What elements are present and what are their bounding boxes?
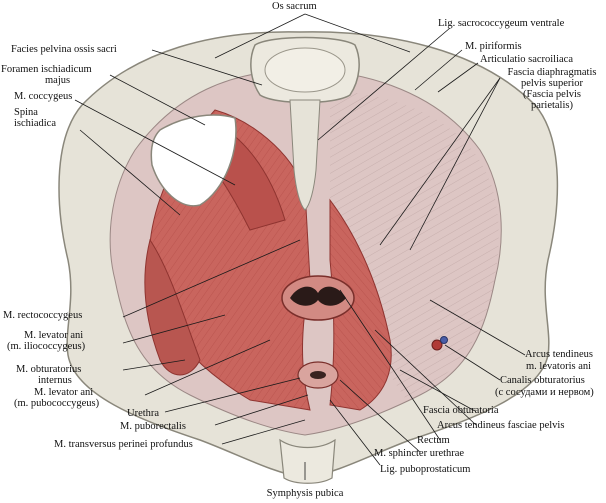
label-levator-ilio-line2: (m. iliococcygeus) [7, 341, 86, 352]
label-m-puborectalis: M. puborectalis [120, 421, 186, 432]
label-levator-pubo-line2: (m. pubococcygeus) [14, 398, 100, 409]
label-m-piriformis: M. piriformis [465, 41, 522, 52]
label-os-sacrum: Os sacrum [272, 1, 317, 12]
label-spina-line2: ischiadica [14, 118, 56, 129]
label-levator-pubo-line1: M. levator ani [34, 387, 94, 398]
label-fascia-d2: pelvis superior [520, 78, 584, 89]
foramen-ischiadicum-majus [150, 114, 237, 207]
label-symphysis-pubica: Symphysis pubica [266, 488, 344, 499]
label-rectum: Rectum [417, 435, 450, 446]
label-canalis-line2: (с сосудами и нервом) [495, 387, 594, 398]
urethra [297, 361, 339, 389]
label-fascia-d3: (Fascia pelvis [522, 89, 582, 100]
rectum [281, 275, 355, 321]
canalis-obturatorius [431, 336, 448, 351]
leader-lines [74, 13, 526, 480]
label-fascia-d4: parietalis) [531, 100, 573, 111]
coccyx [289, 99, 321, 211]
label-m-sphincter: M. sphincter urethrae [374, 448, 465, 459]
symphysis-pubica [279, 438, 336, 484]
label-levator-ilio-line1: M. levator ani [24, 330, 84, 341]
label-m-coccygeus: M. coccygeus [14, 91, 73, 102]
label-foramen-line1: Foramen ischiadicum [1, 64, 92, 75]
label-fascia-obturatoria: Fascia obturatoria [423, 405, 499, 416]
label-canalis-line1: Canalis obturatorius [500, 375, 585, 386]
obturator-internus [144, 238, 201, 376]
label-lig-sacrococcygeum: Lig. sacrococcygeum ventrale [438, 18, 565, 29]
label-lig-puboprostaticum: Lig. puboprostaticum [380, 464, 471, 475]
label-arcus-fasciae: Arcus tendineus fasciae pelvis [437, 420, 565, 431]
label-foramen-line2: majus [45, 75, 71, 86]
label-fascia-d1: Fascia diaphragmatis [507, 67, 597, 78]
label-urethra: Urethra [127, 408, 160, 419]
label-articulatio-sacroiliaca: Articulatio sacroiliaca [480, 54, 573, 65]
label-facies-pelvina: Facies pelvina ossis sacri [11, 44, 117, 55]
label-obturatorius-line1: M. obturatorius [16, 364, 82, 375]
label-obturatorius-line2: internus [38, 375, 72, 386]
label-spina-line1: Spina [14, 107, 38, 118]
label-arcus-levatoris-line2: m. levatoris ani [526, 361, 592, 372]
label-m-transversus: M. transversus perinei profundus [54, 439, 193, 450]
label-m-rectococcygeus: M. rectococcygeus [3, 310, 83, 321]
label-arcus-levatoris-line1: Arcus tendineus [525, 349, 593, 360]
